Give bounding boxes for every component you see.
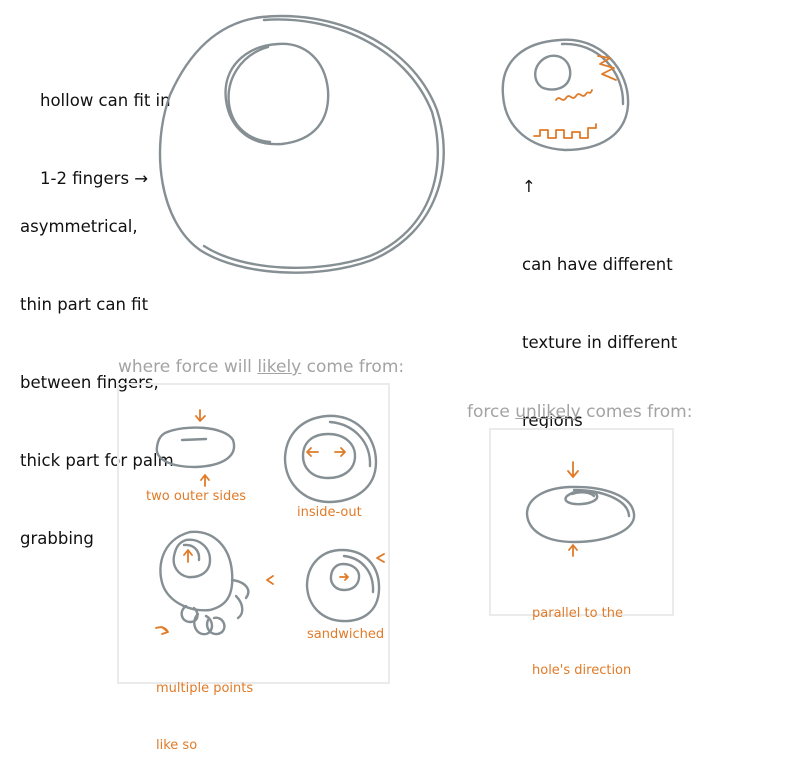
hollow-note: hollow can fit in 1-2 fingers →	[40, 36, 171, 218]
unlikely-title-before: force	[467, 402, 516, 422]
label-sandwiched: sandwiched	[307, 627, 385, 642]
two-outer-sides-sketch	[155, 409, 236, 487]
arrow-up-parallel-icon	[568, 544, 578, 557]
likely-title-after: come from:	[301, 357, 405, 377]
likely-panel	[117, 383, 390, 684]
arrow-sandwich-icon	[376, 553, 385, 563]
arrow-left-hand-icon	[266, 575, 274, 585]
asym-line-5: grabbing	[20, 529, 94, 548]
parallel-line-1: parallel to the	[532, 606, 624, 621]
multiple-points-line-1: multiple points	[156, 681, 254, 696]
texture-line-2: texture in different	[522, 333, 678, 352]
likely-panel-title: where force will likely come from:	[118, 357, 404, 377]
unlikely-title-emph: unlikely	[515, 402, 581, 422]
arrow-right-hand-icon	[155, 626, 169, 635]
sketch-layer	[155, 14, 636, 636]
texture-line-3: regions	[522, 411, 583, 430]
sandwiched-sketch	[305, 548, 385, 623]
textured-donut-sketch	[501, 38, 630, 152]
unlikely-title-after: comes from:	[580, 402, 693, 422]
texture-arrow: ↑	[522, 177, 536, 196]
likely-title-emph: likely	[257, 357, 302, 377]
asymmetrical-note: asymmetrical, thin part can fit between …	[20, 162, 174, 578]
texture-line-1: can have different	[522, 255, 673, 274]
texture-squiggle	[555, 89, 593, 101]
label-inside-out: inside-out	[297, 505, 362, 520]
texture-square-wave	[533, 123, 597, 139]
asym-line-1: asymmetrical,	[20, 217, 138, 236]
arrow-into-hole-icon	[339, 573, 349, 581]
label-parallel: parallel to the hole's direction	[532, 566, 631, 699]
arrow-down-icon	[195, 409, 206, 422]
arrow-up-icon	[200, 474, 210, 487]
hollow-note-line-1: hollow can fit in	[40, 91, 171, 110]
arrow-right-icon	[334, 447, 346, 457]
unlikely-panel-title: force unlikely comes from:	[467, 402, 692, 422]
arrow-up-small-icon	[183, 549, 193, 563]
inside-out-sketch	[283, 414, 378, 504]
asym-line-4: thick part for palm	[20, 451, 174, 470]
parallel-line-2: hole's direction	[532, 663, 632, 678]
asym-line-3: between fingers,	[20, 373, 159, 392]
arrow-down-parallel-icon	[567, 461, 579, 478]
large-donut-sketch	[158, 14, 445, 274]
parallel-sketch	[525, 461, 636, 557]
multiple-points-line-2: like so	[156, 738, 198, 753]
texture-note: can have different texture in different …	[522, 200, 677, 460]
hollow-note-line-2: 1-2 fingers →	[40, 169, 149, 188]
asym-line-2: thin part can fit	[20, 295, 149, 314]
likely-title-before: where force will	[118, 357, 258, 377]
label-two-outer-sides: two outer sides	[146, 489, 246, 504]
multiple-points-sketch	[155, 530, 274, 636]
unlikely-panel	[489, 428, 674, 616]
arrow-left-icon	[306, 447, 319, 457]
texture-zigzag-1	[597, 55, 617, 81]
